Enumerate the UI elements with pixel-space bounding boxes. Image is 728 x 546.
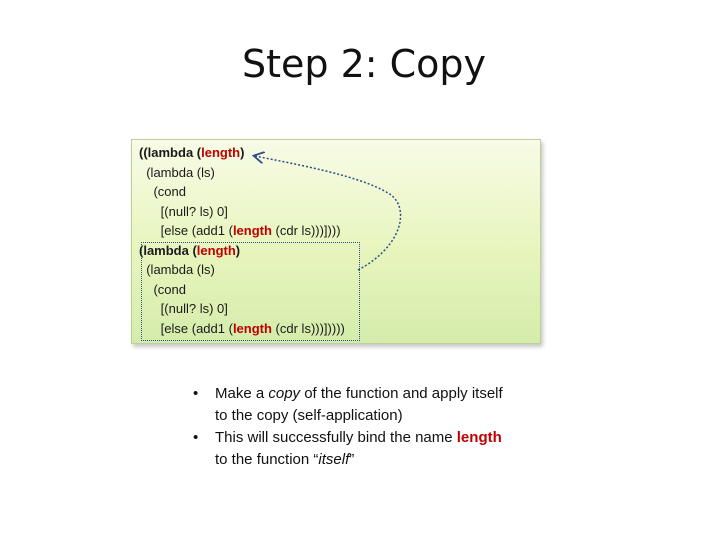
code-text: (cdr ls)))])))	[271, 223, 341, 238]
code-text: )	[235, 243, 241, 258]
highlight-length: length	[232, 223, 272, 238]
bullet-icon: •	[193, 385, 199, 402]
code-line-10: [else (add1 (length (cdr ls)))]))))	[139, 321, 345, 337]
bullet-item-copy: • Make a copy of the function and apply …	[193, 383, 573, 427]
code-text: (lambda (	[139, 243, 197, 258]
slide-title: Step 2: Copy	[241, 42, 487, 86]
code-text: )	[240, 145, 245, 160]
bullet-item-bind: • This will successfully bind the name l…	[193, 427, 573, 471]
copy-highlight-box	[141, 242, 360, 341]
bullet-text: Make a	[215, 385, 269, 402]
bullet-text: This will successfully bind the name	[215, 429, 457, 446]
bullet-list: • Make a copy of the function and apply …	[193, 383, 573, 471]
bullet-icon: •	[193, 429, 199, 446]
code-text: [else (add1 (	[139, 223, 233, 238]
code-line-4: [(null? ls) 0]	[139, 204, 228, 219]
code-panel	[131, 139, 541, 344]
bullet-highlight-length: length	[456, 429, 502, 446]
code-line-8: (cond	[139, 282, 186, 297]
highlight-length: length	[201, 145, 241, 160]
code-line-5: [else (add1 (length (cdr ls)))])))	[139, 223, 341, 239]
bullet-emphasis: copy	[268, 385, 301, 402]
bullet-emphasis: itself	[318, 451, 350, 468]
code-line-7: (lambda (ls)	[139, 262, 215, 277]
arrow-path	[255, 156, 402, 271]
highlight-length: length	[232, 321, 272, 336]
code-line-2: (lambda (ls)	[139, 165, 215, 180]
bullet-text: to the function “	[215, 451, 319, 468]
highlight-length: length	[196, 243, 236, 258]
code-line-9: [(null? ls) 0]	[139, 301, 228, 316]
code-text: ((lambda (	[139, 145, 202, 160]
code-line-6: (lambda (length)	[139, 243, 240, 259]
code-text: (cdr ls)))]))))	[271, 321, 345, 336]
code-text: [else (add1 (	[139, 321, 233, 336]
bullet-text: of the function and apply itself	[300, 385, 503, 402]
code-line-3: (cond	[139, 184, 186, 199]
code-line-1: ((lambda (length)	[139, 145, 244, 161]
bullet-text: ”	[349, 451, 355, 468]
bullet-text: to the copy (self-application)	[215, 407, 403, 424]
